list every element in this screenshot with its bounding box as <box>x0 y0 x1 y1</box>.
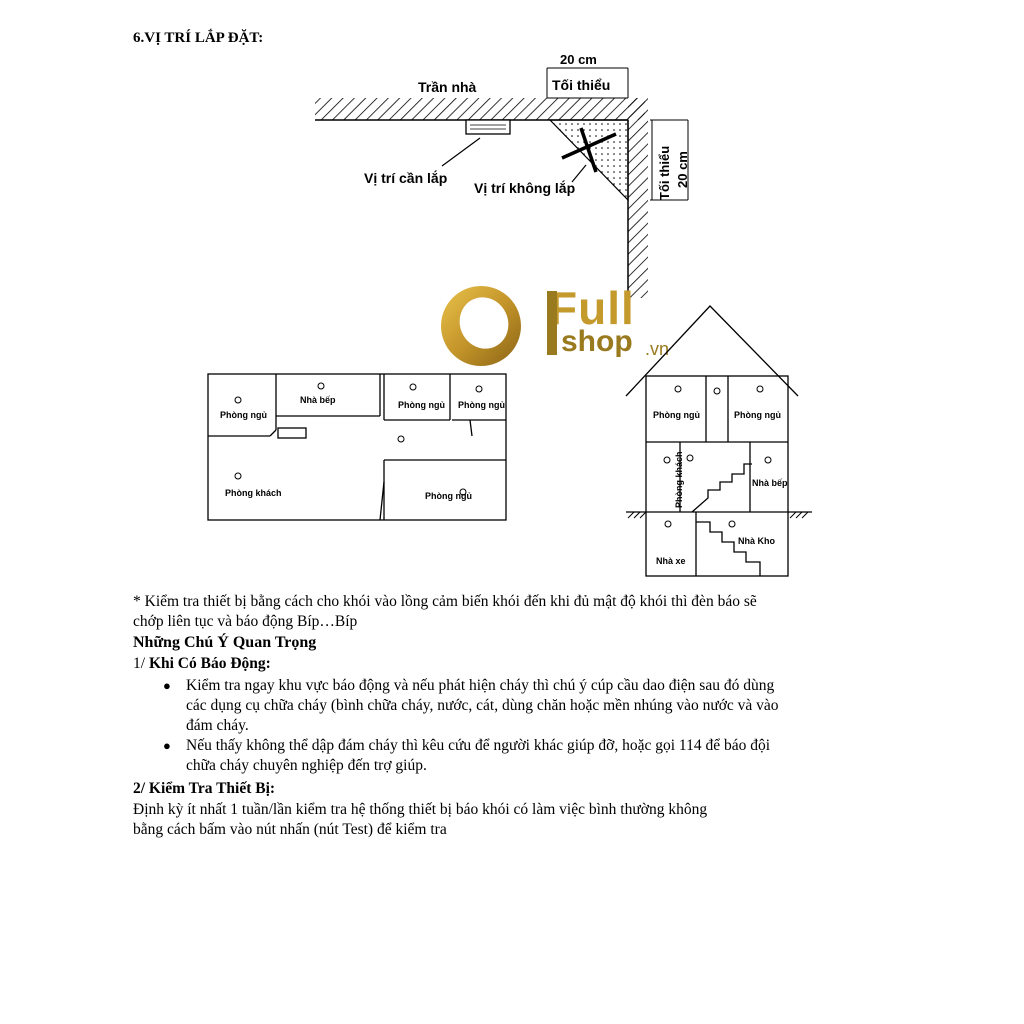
wall-hatch <box>628 98 648 298</box>
room-label: Phòng ngủ <box>425 491 472 501</box>
important-title: Những Chú Ý Quan Trọng <box>133 634 317 651</box>
bullet-icon: ● <box>163 678 171 693</box>
section-title: 6.VỊ TRÍ LẮP ĐẶT: <box>133 30 264 46</box>
min-top-label: Tối thiểu <box>552 77 610 93</box>
no-install-zone <box>548 119 629 202</box>
list-item: ● Kiểm tra ngay khu vực báo động và nếu … <box>163 677 779 734</box>
room-label: Nhà Kho <box>738 536 776 546</box>
dim-top-label: 20 cm <box>560 52 597 67</box>
section-1-heading: 1/ Khi Có Báo Động: <box>133 654 271 674</box>
test-note-line: * Kiểm tra thiết bị bằng cách cho khói v… <box>133 593 757 610</box>
installation-diagram: Trần nhà 20 cm Tối thiểu Vị trí cần lắp … <box>315 52 690 298</box>
dim-side-label: 20 cm <box>675 151 690 188</box>
room-label: Nhà xe <box>656 556 686 566</box>
logo-vn-text: .vn <box>645 339 670 359</box>
smoke-detector-icon <box>465 119 511 135</box>
house-diagram: Phòng ngủ Phòng ngủ Phòng khách Nhà bếp … <box>625 305 812 577</box>
ceiling-label: Trần nhà <box>418 79 477 95</box>
room-label: Phòng ngủ <box>220 410 267 420</box>
fullshop-logo-text: Full shop .vn <box>547 282 682 367</box>
logo-shop-text: shop <box>561 325 633 358</box>
min-side-label: Tối thiểu <box>657 146 672 200</box>
cross-mark <box>561 132 617 160</box>
room-label: Phòng ngủ <box>734 410 781 420</box>
logo-full-text: Full <box>549 282 635 334</box>
floor-plan: Phòng ngủ Nhà bếp Phòng ngủ Phòng ngủ Ph… <box>207 373 507 521</box>
room-label: Phòng khách <box>225 488 282 498</box>
room-label: Phòng ngủ <box>458 400 505 410</box>
bullet-icon: ● <box>163 738 171 753</box>
section-1-title: Khi Có Báo Động: <box>148 655 271 672</box>
section-2-body: Định kỳ ít nhất 1 tuần/lần kiểm tra hệ t… <box>133 801 708 838</box>
section-1-number: 1/ <box>133 655 149 672</box>
fullshop-logo-icon <box>441 286 521 366</box>
no-install-position-label: Vị trí không lắp <box>474 179 575 196</box>
room-label: Phòng ngủ <box>398 400 445 410</box>
room-label: Phòng ngủ <box>653 410 700 420</box>
ceiling-hatch <box>315 98 645 120</box>
room-label: Nhà bếp <box>752 478 788 488</box>
alarm-steps-list: ● Kiểm tra ngay khu vực báo động và nếu … <box>163 676 906 776</box>
room-label: Nhà bếp <box>300 395 336 405</box>
section-2-title: 2/ Kiểm Tra Thiết Bị: <box>133 780 276 797</box>
test-note: * Kiểm tra thiết bị bằng cách cho khói v… <box>133 592 913 632</box>
list-item: ● Nếu thấy không thể dập đám cháy thì kê… <box>163 737 771 774</box>
install-position-label: Vị trí cần lắp <box>364 169 447 186</box>
room-label: Phòng khách <box>674 451 684 508</box>
test-note-line: chớp liên tục và báo động Bíp…Bíp <box>133 613 358 630</box>
